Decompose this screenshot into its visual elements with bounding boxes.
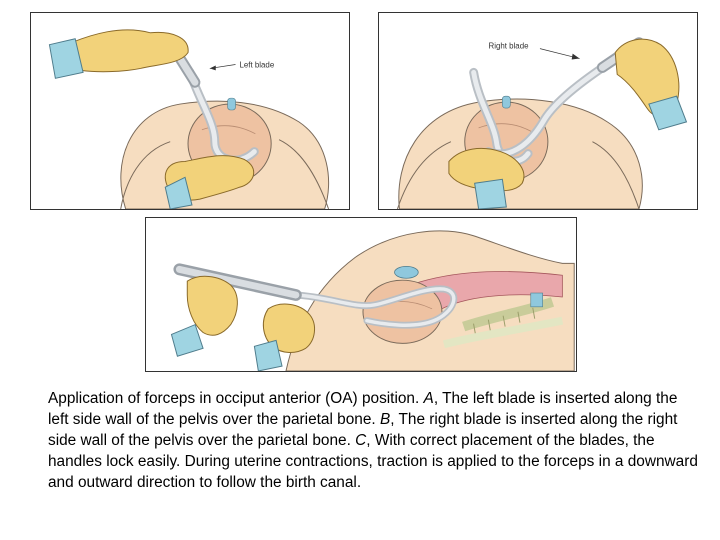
fetal-head bbox=[362, 279, 443, 344]
caption-part-a: , The left blade is inserted along the l… bbox=[48, 390, 678, 428]
lower-cuff-a bbox=[164, 176, 193, 209]
lower-glove-b bbox=[448, 147, 525, 192]
thigh-left bbox=[120, 141, 171, 209]
caption-label-c: C bbox=[355, 432, 367, 449]
lower-cuff-c bbox=[253, 339, 283, 371]
upper-cuff-b bbox=[648, 95, 688, 131]
bladder bbox=[394, 265, 419, 279]
upper-cuff-c bbox=[170, 323, 204, 357]
caption-part-b: , The right blade is inserted along the … bbox=[48, 411, 678, 449]
right-blade-label: Right blade bbox=[489, 42, 530, 51]
rectum bbox=[442, 316, 564, 349]
upper-glove-a bbox=[70, 29, 189, 73]
upper-glove-c bbox=[186, 275, 238, 336]
thigh-left bbox=[396, 141, 452, 209]
caption-label-b: B bbox=[379, 411, 391, 428]
caption-label-a: A bbox=[423, 390, 434, 407]
sacrum bbox=[462, 292, 555, 335]
figure-c-illustration bbox=[170, 230, 575, 371]
upper-cuff-a bbox=[48, 38, 84, 79]
thigh-right bbox=[592, 141, 640, 209]
left-blade-label: Left blade bbox=[239, 60, 274, 69]
lower-cuff-b bbox=[474, 178, 507, 209]
figure-a-illustration: Left blade bbox=[48, 29, 330, 209]
caption-part-c: , With correct placement of the blades, … bbox=[48, 432, 698, 491]
figure-b-illustration: Right blade bbox=[396, 37, 688, 209]
thigh-right bbox=[278, 139, 330, 209]
figure-caption: Application of forceps in occiput anteri… bbox=[48, 388, 698, 493]
caption-intro: Application of forceps in occiput anteri… bbox=[48, 390, 424, 407]
bladder-marker bbox=[502, 95, 511, 109]
figure-c-panel bbox=[145, 217, 577, 372]
figure-b-panel: Right blade bbox=[378, 12, 698, 210]
figure-a-panel: Left blade bbox=[30, 12, 350, 210]
bladder-marker bbox=[227, 97, 236, 111]
